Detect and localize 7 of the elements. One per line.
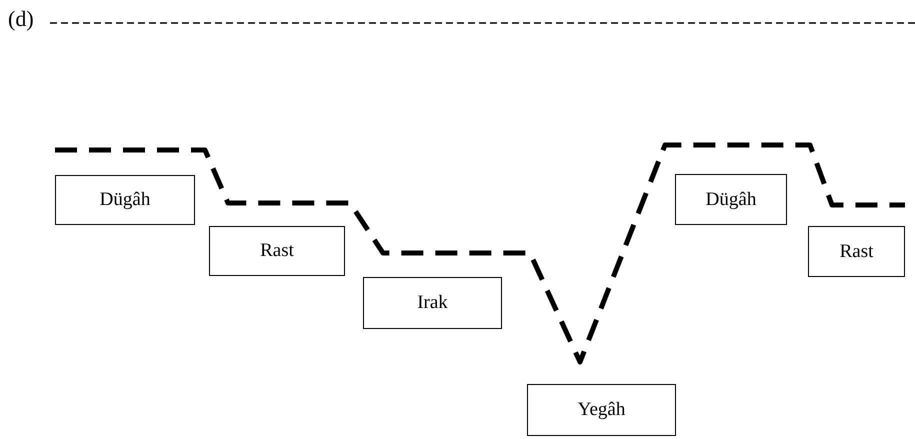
- note-box: Dügâh: [55, 175, 195, 225]
- note-box: Yegâh: [527, 384, 676, 436]
- note-box: Rast: [808, 226, 905, 277]
- panel-label: (d): [8, 6, 34, 32]
- note-box: Rast: [209, 226, 345, 276]
- note-box: Irak: [363, 277, 502, 329]
- note-box: Dügâh: [675, 174, 787, 225]
